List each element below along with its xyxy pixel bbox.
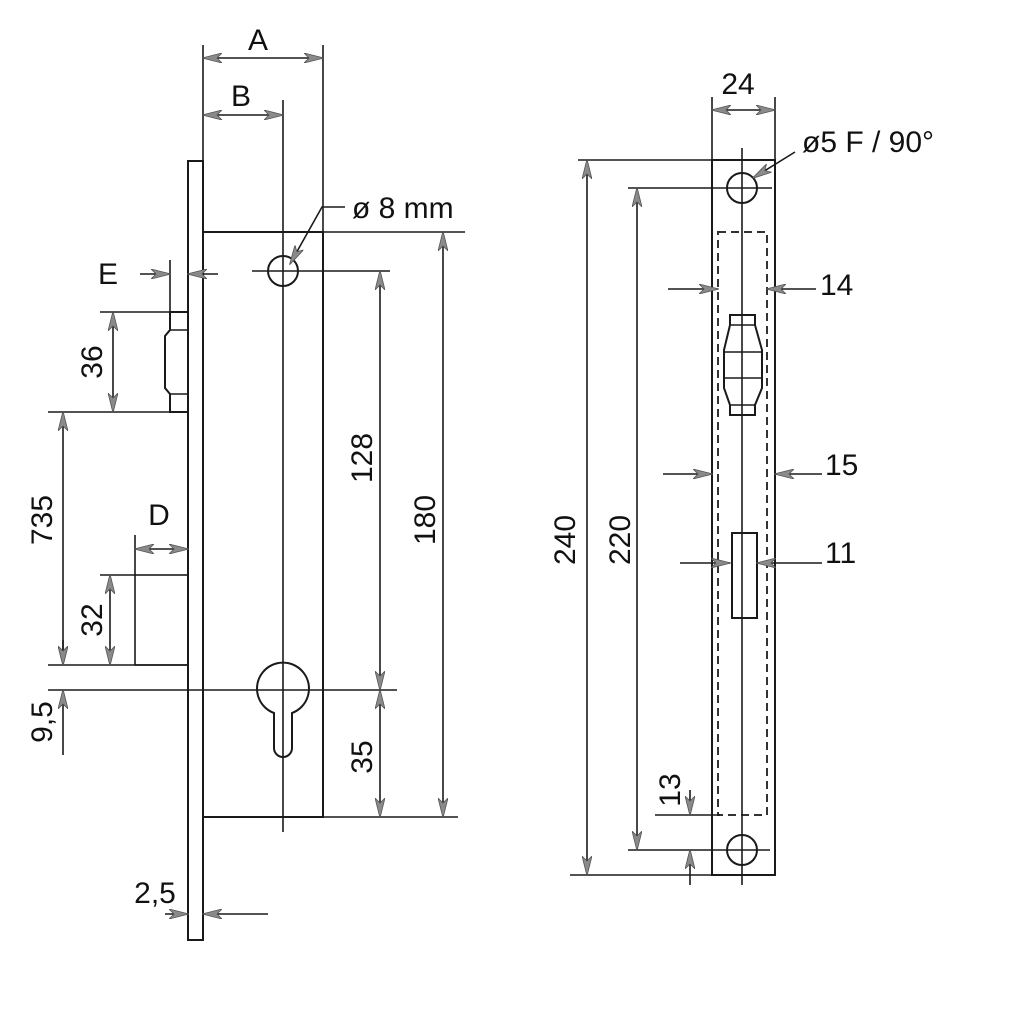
bolt-opening bbox=[731, 532, 758, 619]
front-view: 24 ø5 F / 90° 14 15 11 240 220 13 bbox=[549, 68, 934, 885]
label-128: 128 bbox=[346, 433, 379, 483]
label-hole-5: ø5 F / 90° bbox=[802, 126, 934, 159]
side-view: A B ø 8 mm E D 2,5 36 735 32 9,5 128 180… bbox=[26, 24, 465, 941]
faceplate bbox=[187, 160, 204, 941]
label-11: 11 bbox=[825, 537, 856, 570]
label-32: 32 bbox=[76, 603, 109, 636]
label-36: 36 bbox=[76, 345, 109, 378]
label-d: D bbox=[148, 499, 170, 532]
dimension-lines bbox=[63, 58, 443, 914]
front-plate bbox=[711, 159, 776, 876]
label-e: E bbox=[98, 258, 118, 291]
label-180: 180 bbox=[409, 495, 442, 545]
label-13: 13 bbox=[654, 773, 687, 806]
front-extension-lines bbox=[570, 97, 776, 876]
label-9-5: 9,5 bbox=[26, 701, 59, 743]
latch bbox=[164, 311, 188, 413]
label-735: 735 bbox=[26, 495, 59, 545]
deadbolt bbox=[134, 574, 189, 666]
label-b: B bbox=[231, 80, 251, 113]
label-2-5: 2,5 bbox=[134, 877, 176, 910]
label-220: 220 bbox=[604, 515, 637, 565]
front-dimension-lines bbox=[587, 110, 822, 885]
label-14: 14 bbox=[820, 269, 853, 302]
label-35: 35 bbox=[346, 740, 379, 773]
extension-lines bbox=[48, 45, 465, 940]
label-24: 24 bbox=[721, 68, 754, 101]
label-hole-8mm: ø 8 mm bbox=[352, 192, 454, 225]
lock-body bbox=[202, 231, 324, 818]
front-labels: 24 ø5 F / 90° 14 15 11 240 220 13 bbox=[549, 68, 934, 807]
keyhole bbox=[256, 661, 310, 758]
label-15: 15 bbox=[825, 449, 858, 482]
side-labels: A B ø 8 mm E D 2,5 36 735 32 9,5 128 180… bbox=[26, 24, 454, 910]
label-a: A bbox=[248, 24, 268, 57]
latch-opening bbox=[723, 314, 763, 416]
label-240: 240 bbox=[549, 515, 582, 565]
